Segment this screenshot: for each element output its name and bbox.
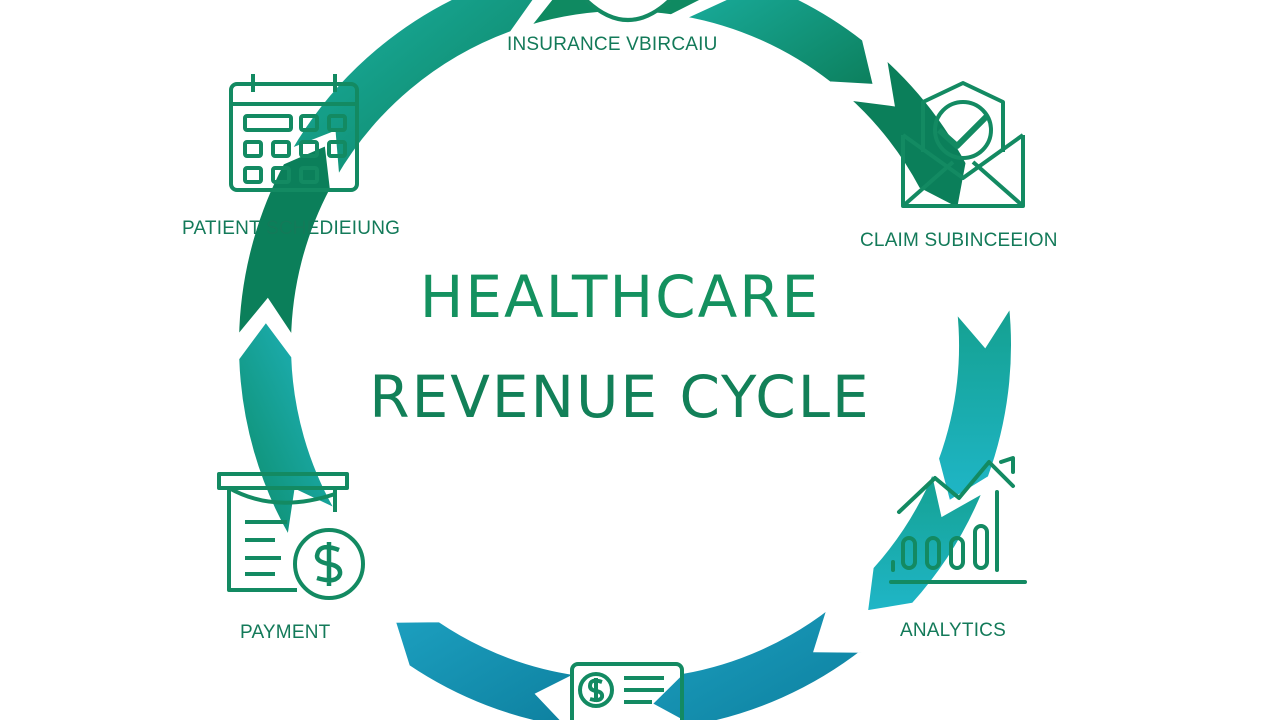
ring-segment-bottom-right <box>646 601 870 720</box>
envelope-check-icon <box>901 81 1025 208</box>
ring-segment-upper-right <box>841 51 970 214</box>
ring-segment-right <box>934 298 1015 506</box>
ring-segment-left-lower <box>235 316 343 545</box>
step-label-claim-submission: CLAIM SUBINCEEION <box>860 230 1058 251</box>
invoice-dollar-icon <box>217 472 365 600</box>
ring-segment-bottom-left <box>390 618 586 720</box>
ring-segment-top-right <box>675 0 878 89</box>
circle-icon <box>584 0 672 22</box>
step-label-insurance-verification: INSURANCE VBIRCAIU <box>507 34 718 55</box>
step-label-patient-scheduling: PATIENT SCHEDIEIUNG <box>182 218 401 239</box>
ring-segment-left-upper <box>234 140 334 346</box>
dollar-document-icon <box>570 662 684 720</box>
diagram-title-line-1: HEALTHCARE <box>419 263 821 331</box>
ring-segment-top-left <box>284 0 538 186</box>
calendar-icon <box>229 74 359 192</box>
step-label-analytics: ANALYTICS <box>900 620 1006 641</box>
step-label-payment: PAYMENT <box>240 622 331 643</box>
diagram-title-line-2: REVENUE CYCLE <box>369 363 871 431</box>
bar-chart-icon <box>889 456 1027 584</box>
